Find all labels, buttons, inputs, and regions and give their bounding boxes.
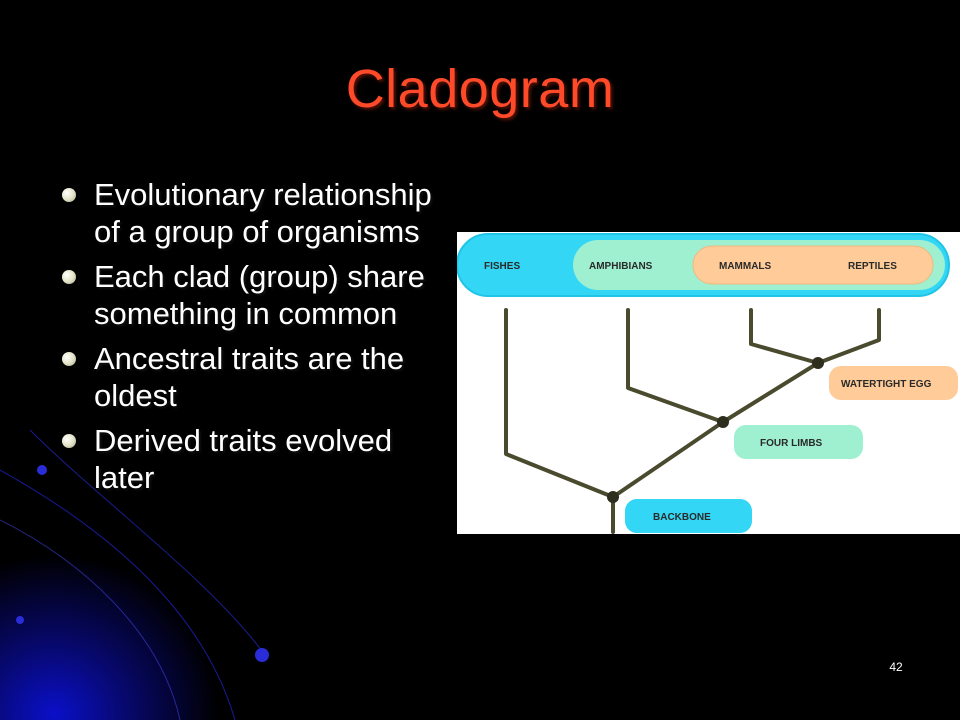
node-backbone	[607, 491, 619, 503]
trait-label-backbone: BACKBONE	[653, 512, 711, 523]
node-four-limbs	[717, 416, 729, 428]
trait-four-limbs-badge	[734, 425, 863, 459]
group-label-amphibians: AMPHIBIANS	[589, 261, 653, 272]
page-number: 42	[889, 660, 903, 674]
bullet-icon	[62, 352, 76, 366]
cladogram-branches	[504, 308, 881, 534]
trait-label-four-limbs: FOUR LIMBS	[760, 438, 823, 449]
cladogram-diagram: FISHES AMPHIBIANS MAMMALS REPTILES WATER…	[457, 232, 960, 534]
group-label-fishes: FISHES	[484, 261, 520, 272]
branch-mammals	[749, 308, 820, 365]
bullet-text: Derived traits evolved later	[94, 423, 393, 495]
bullet-icon	[62, 270, 76, 284]
group-label-mammals: MAMMALS	[719, 261, 772, 272]
branch-amphibians	[626, 308, 725, 424]
bullet-icon	[62, 188, 76, 202]
bullet-item: Ancestral traits are the oldest	[58, 340, 458, 414]
trait-backbone-badge	[625, 499, 752, 533]
bullet-item: Each clad (group) share something in com…	[58, 258, 458, 332]
bullet-list: Evolutionary relationship of a group of …	[58, 176, 458, 504]
bullet-text: Ancestral traits are the oldest	[94, 341, 405, 413]
bullet-text: Evolutionary relationship of a group of …	[94, 177, 432, 249]
branch-reptiles	[816, 308, 881, 365]
group-label-reptiles: REPTILES	[848, 261, 897, 272]
bullet-item: Evolutionary relationship of a group of …	[58, 176, 458, 250]
bullet-item: Derived traits evolved later	[58, 422, 458, 496]
branch-tetrapod-stem	[611, 420, 725, 499]
bullet-icon	[62, 434, 76, 448]
branch-amniote-stem	[721, 361, 820, 424]
node-watertight-egg	[812, 357, 824, 369]
trait-label-watertight-egg: WATERTIGHT EGG	[841, 379, 932, 390]
trait-watertight-egg-badge	[829, 366, 958, 400]
slide-title: Cladogram	[345, 59, 615, 119]
amniote-band	[692, 245, 934, 285]
bullet-text: Each clad (group) share something in com…	[94, 259, 425, 331]
branch-fishes	[504, 308, 615, 499]
